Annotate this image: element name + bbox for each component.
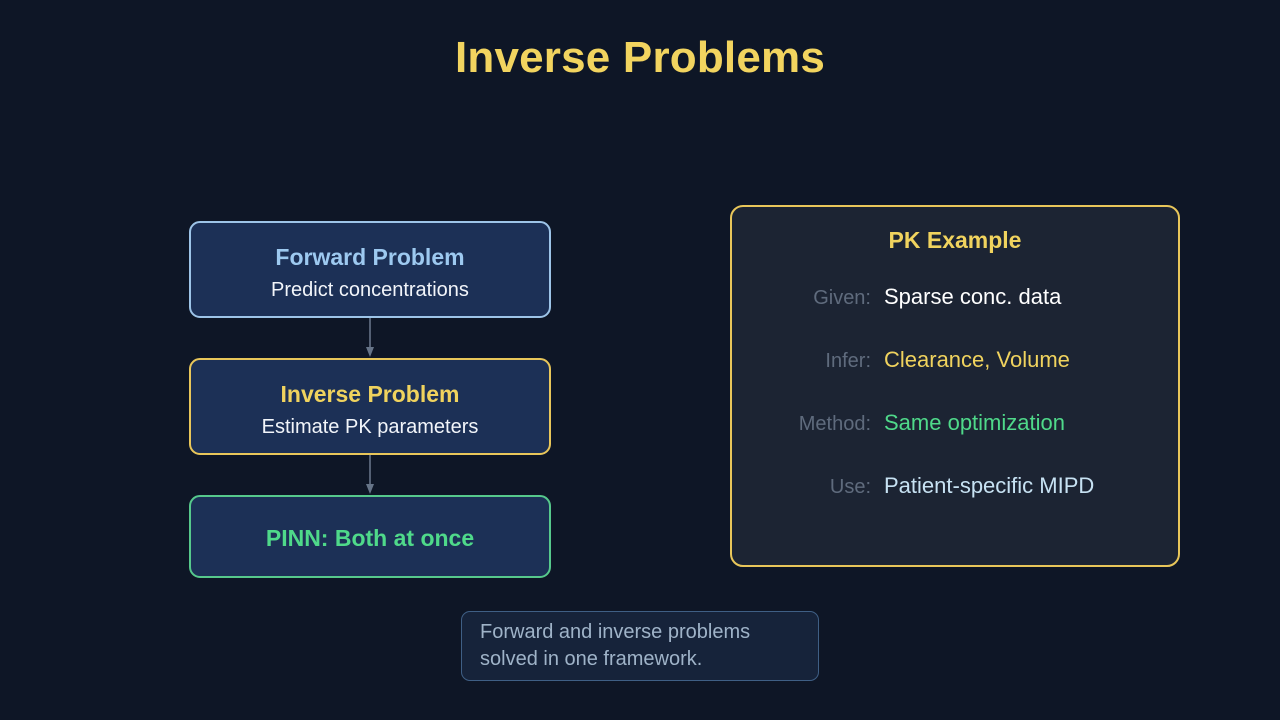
pk-row-label: Method: (798, 413, 871, 435)
flow-box-pinn[interactable]: PINN: Both at once (189, 495, 551, 578)
flow-arrow-2 (189, 455, 551, 495)
page-title: Inverse Problems (454, 33, 826, 82)
flow-box-title: PINN: Both at once (265, 525, 475, 551)
pk-rows: Given: Sparse conc. data Infer: Clearanc… (732, 286, 1178, 538)
pk-panel-title: PK Example (888, 227, 1022, 253)
pk-row-value: Same optimization (884, 410, 1065, 435)
arrow-down-icon (366, 318, 374, 357)
pk-row-value: Patient-specific MIPD (884, 473, 1095, 498)
flow-box-subtitle: Estimate PK parameters (261, 415, 479, 438)
flow-box-forward-problem[interactable]: Forward Problem Predict concentrations (189, 221, 551, 318)
flow-box-subtitle: Predict concentrations (271, 278, 469, 301)
pk-row-given: Given: Sparse conc. data (732, 286, 1178, 349)
pk-example-panel: PK Example Given: Sparse conc. data Infe… (730, 205, 1180, 567)
arrow-down-icon (366, 455, 374, 494)
flow-box-inverse-problem[interactable]: Inverse Problem Estimate PK parameters (189, 358, 551, 455)
pk-row-use: Use: Patient-specific MIPD (732, 475, 1178, 538)
flow-arrow-1 (189, 318, 551, 358)
flow-diagram: Forward Problem Predict concentrations I… (189, 221, 551, 578)
caption-text: Forward and inverse problems solved in o… (480, 621, 751, 670)
caption-box: Forward and inverse problems solved in o… (461, 611, 819, 681)
pk-row-label: Given: (813, 287, 871, 309)
pk-row-method: Method: Same optimization (732, 412, 1178, 475)
flow-box-title: Forward Problem (275, 244, 465, 270)
pk-row-value: Sparse conc. data (884, 284, 1062, 309)
pk-row-label: Infer: (825, 350, 871, 372)
pk-row-label: Use: (829, 476, 871, 498)
pk-row-infer: Infer: Clearance, Volume (732, 349, 1178, 412)
pk-row-value: Clearance, Volume (884, 347, 1070, 372)
flow-box-title: Inverse Problem (280, 381, 460, 407)
